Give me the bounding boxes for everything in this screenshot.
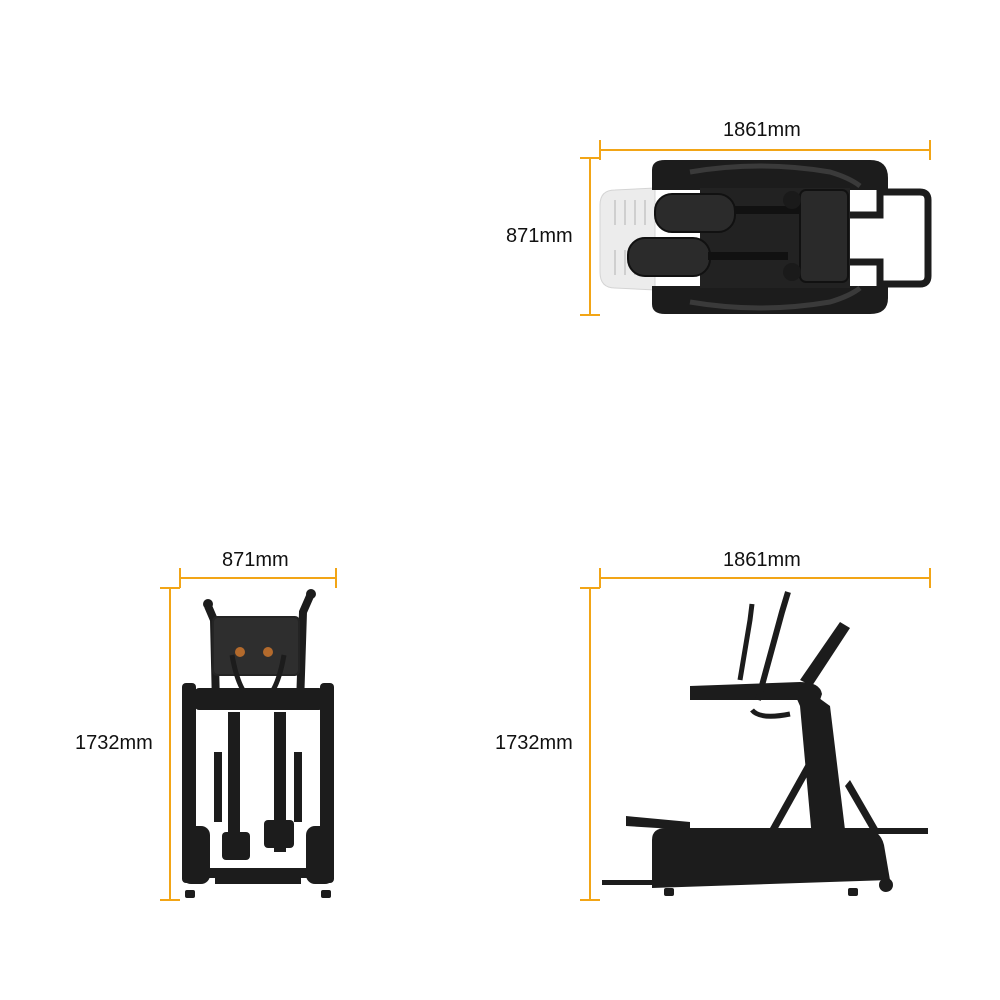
side-view-height-label: 1732mm [495,732,573,754]
top-view-depth-dimension [580,157,600,316]
front-view-machine [182,589,334,898]
front-view-height-label: 1732mm [75,732,153,754]
top-view-machine [599,160,932,314]
side-view-machine [602,591,928,896]
front-view-width-label: 871mm [222,549,289,571]
front-view-width-dimension [179,568,337,588]
dimension-lines [160,140,931,901]
side-view-length-label: 1861mm [723,549,801,571]
top-view-width-dimension [599,140,931,160]
side-view-height-dimension [580,587,600,901]
top-view-width-label: 1861mm [723,119,801,141]
top-view-depth-label: 871mm [506,225,573,247]
side-view-length-dimension [599,568,931,588]
front-view-height-dimension [160,587,180,901]
